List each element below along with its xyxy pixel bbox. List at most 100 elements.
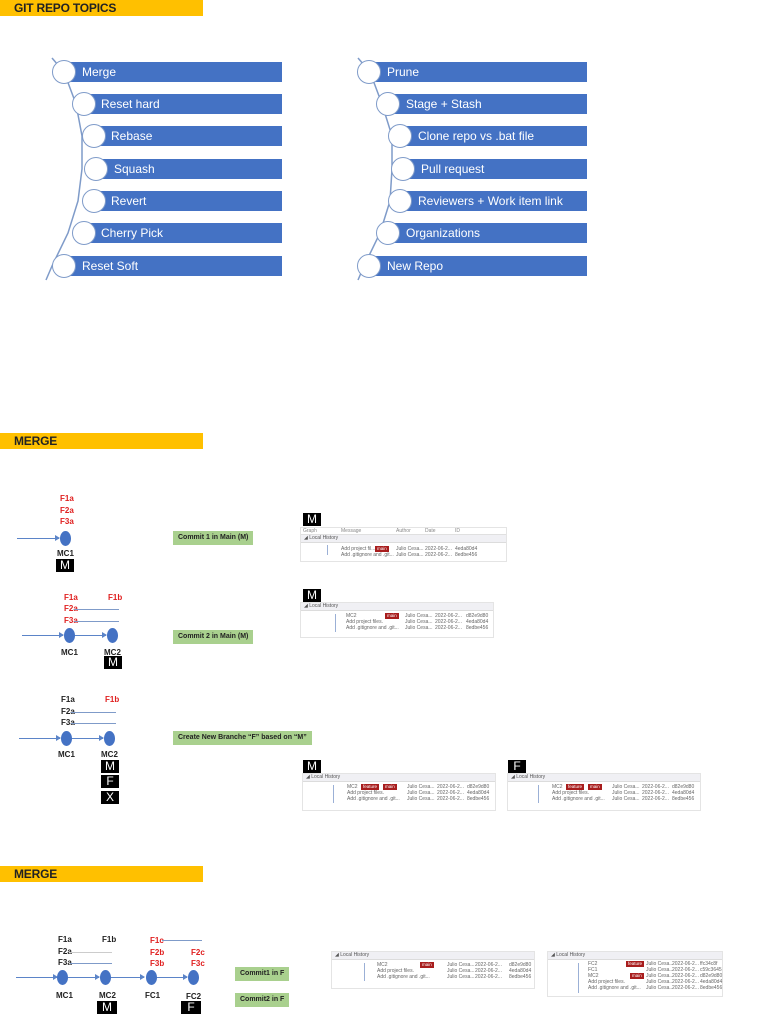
- topic-stage-stash[interactable]: Stage + Stash: [390, 94, 587, 114]
- graph-line: [538, 785, 539, 803]
- section-header-merge: MERGE: [0, 433, 203, 449]
- commit-label: MC2: [99, 991, 116, 1000]
- history-row[interactable]: Add project files. Julio Cesa... 2022-06…: [588, 979, 723, 985]
- history-row[interactable]: MC2 main Julio Cesa... 2022-06-2... d82e…: [588, 973, 723, 979]
- commit-node-mc1[interactable]: [61, 731, 72, 746]
- file-label: F1a: [60, 494, 74, 503]
- history-row[interactable]: Add project files. Julio Cesa... 2022-06…: [347, 790, 490, 796]
- history-row[interactable]: Add .gitignore and .git... Julio Cesa...…: [347, 796, 490, 802]
- history-row[interactable]: Add .gitignore and .git... Julio Cesa...…: [341, 552, 478, 558]
- commit-node-mc1[interactable]: [57, 970, 68, 985]
- panel-group-local-history[interactable]: ◢ Local History: [548, 952, 722, 960]
- panel-tag-m: M: [303, 513, 321, 526]
- history-row[interactable]: FC1 Julio Cesa... 2022-06-2... c59c3645: [588, 967, 722, 973]
- note-commit2-main: Commit 2 in Main (M): [173, 630, 254, 644]
- commit-node-mc1[interactable]: [64, 628, 75, 643]
- topic-bullet-icon: [72, 221, 96, 245]
- history-row[interactable]: FC2 feature Julio Cesa... 2022-06-2... f…: [588, 961, 718, 967]
- commit-node-mc2[interactable]: [107, 628, 118, 643]
- topic-rebase[interactable]: Rebase: [96, 126, 282, 146]
- topic-bullet-icon: [72, 92, 96, 116]
- panel-group-local-history[interactable]: ◢ Local History: [303, 774, 495, 782]
- branch-tag-m: M: [101, 760, 119, 773]
- commit-arrow: [19, 735, 61, 741]
- topic-squash[interactable]: Squash: [98, 159, 282, 179]
- commit-label: MC1: [58, 750, 75, 759]
- history-row[interactable]: Add project fil... main Julio Cesa... 20…: [341, 546, 478, 552]
- history-row[interactable]: Add project files. Julio Cesa... 2022-06…: [377, 968, 532, 974]
- topic-pull-request[interactable]: Pull request: [405, 159, 587, 179]
- file-label: F3a: [60, 517, 74, 526]
- branch-badge-main: main: [588, 784, 602, 790]
- history-row[interactable]: Add project files. Julio Cesa... 2022-06…: [552, 790, 695, 796]
- commit-node-mc1[interactable]: [60, 531, 71, 546]
- topic-merge[interactable]: Merge: [66, 62, 282, 82]
- file-label-new: F1b: [105, 695, 120, 704]
- file-label: F2a: [58, 947, 72, 956]
- commit-label: FC1: [145, 991, 161, 1000]
- file-track-line: [71, 723, 116, 724]
- file-label: F1a: [61, 695, 75, 704]
- panel-group-local-history[interactable]: ◢ Local History: [301, 535, 506, 543]
- topic-reset-hard[interactable]: Reset hard: [86, 94, 282, 114]
- history-row[interactable]: Add .gitignore and .git... Julio Cesa...…: [552, 796, 695, 802]
- file-label-new: F1c: [150, 936, 164, 945]
- file-track-line: [74, 609, 119, 610]
- topic-reviewers[interactable]: Reviewers + Work item link: [402, 191, 587, 211]
- file-label: F1a: [64, 593, 78, 602]
- commit-arrow: [157, 974, 188, 980]
- history-row[interactable]: Add project files. Julio Cesa... 2022-06…: [346, 619, 489, 625]
- note-create-branch: Create New Branche “F” based on “M”: [173, 731, 312, 745]
- git-history-panel: ◢ Local History MC2 main Julio Cesa... 2…: [300, 602, 494, 638]
- topic-new-repo[interactable]: New Repo: [370, 256, 587, 276]
- section-header-topics: GIT REPO TOPICS: [0, 0, 203, 16]
- history-row[interactable]: Add .gitignore and .git... Julio Cesa...…: [346, 625, 489, 631]
- history-row[interactable]: MC2 main Julio Cesa... 2022-06-2... d82e…: [346, 613, 489, 619]
- section-header-merge-2: MERGE: [0, 866, 203, 882]
- commit-label: MC2: [104, 648, 121, 657]
- file-label-new: F2c: [191, 948, 205, 957]
- topic-bullet-icon: [357, 254, 381, 278]
- panel-group-local-history[interactable]: ◢ Local History: [508, 774, 700, 782]
- topic-bullet-icon: [376, 92, 400, 116]
- commit-node-fc1[interactable]: [146, 970, 157, 985]
- topic-bullet-icon: [84, 157, 108, 181]
- git-history-panel-feature: ◢ Local History FC2 feature Julio Cesa..…: [547, 951, 723, 997]
- commit-label: MC1: [61, 648, 78, 657]
- branch-badge-main: main: [420, 962, 434, 968]
- branch-tag-m: M: [97, 1001, 117, 1014]
- commit-node-fc2[interactable]: [188, 970, 199, 985]
- panel-group-local-history[interactable]: ◢ Local History: [332, 952, 534, 960]
- file-label: F3a: [61, 718, 75, 727]
- commit-node-mc2[interactable]: [104, 731, 115, 746]
- branch-badge-feature: feature: [361, 784, 380, 790]
- panel-tag-f: F: [508, 760, 526, 773]
- branch-tag-f: F: [101, 775, 119, 788]
- topic-cherry-pick[interactable]: Cherry Pick: [86, 223, 282, 243]
- note-commit2-feature: Commit2 in F: [235, 993, 290, 1007]
- branch-tag-m: M: [104, 656, 122, 669]
- history-row[interactable]: Add .gitignore and .git... Julio Cesa...…: [588, 985, 723, 991]
- panel-tag-m: M: [303, 589, 321, 602]
- branch-tag-x: X: [101, 791, 119, 804]
- topic-clone-repo[interactable]: Clone repo vs .bat file: [402, 126, 587, 146]
- history-row[interactable]: MC2 feature main Julio Cesa... 2022-06-2…: [347, 784, 490, 790]
- history-row[interactable]: MC2 feature main Julio Cesa... 2022-06-2…: [552, 784, 695, 790]
- history-row[interactable]: Add .gitignore and .git... Julio Cesa...…: [377, 974, 532, 980]
- topic-revert[interactable]: Revert: [96, 191, 282, 211]
- graph-line: [364, 963, 365, 981]
- topic-organizations[interactable]: Organizations: [390, 223, 587, 243]
- topic-bullet-icon: [357, 60, 381, 84]
- commit-label: MC1: [57, 549, 74, 558]
- branch-badge-feature: feature: [566, 784, 585, 790]
- history-row[interactable]: MC2 main Julio Cesa... 2022-06-2... d82e…: [377, 962, 532, 968]
- commit-arrow: [75, 632, 107, 638]
- topic-prune[interactable]: Prune: [370, 62, 587, 82]
- graph-line: [578, 963, 579, 993]
- commit-node-mc2[interactable]: [100, 970, 111, 985]
- panel-group-local-history[interactable]: ◢ Local History: [301, 603, 493, 611]
- graph-line: [327, 545, 328, 555]
- file-label: F1b: [102, 935, 117, 944]
- topic-reset-soft[interactable]: Reset Soft: [66, 256, 282, 276]
- file-label-new: F3b: [150, 959, 165, 968]
